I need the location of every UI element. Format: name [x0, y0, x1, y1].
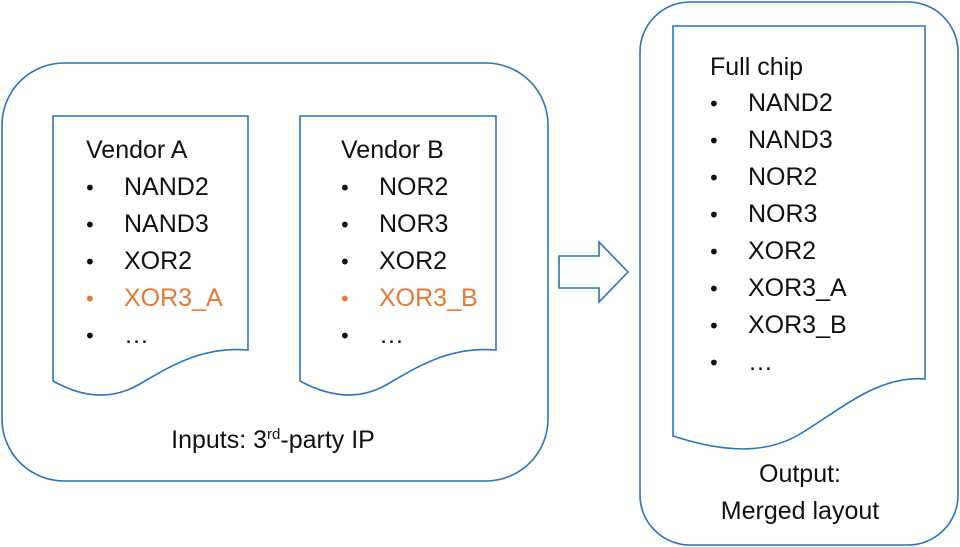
full-chip-item-1: NAND3 — [748, 126, 833, 154]
full-chip-item-7: … — [748, 348, 773, 376]
vendor-a-item-3: XOR3_A — [124, 284, 223, 312]
vendor-b-item-3: XOR3_B — [379, 284, 478, 312]
full-chip-item-2: NOR2 — [748, 163, 818, 191]
full-chip-bullet-2: • — [708, 166, 720, 190]
vendor-b-bullet-1: • — [339, 213, 351, 237]
vendor-b-bullet-0: • — [339, 176, 351, 200]
vendor-a-item-2: XOR2 — [124, 247, 193, 275]
full-chip-item-6: XOR3_B — [748, 311, 847, 339]
full-chip-document-shape — [672, 25, 926, 450]
full-chip-item-0: NAND2 — [748, 89, 833, 117]
full-chip-bullet-0: • — [708, 92, 720, 116]
full-chip-bullet-5: • — [708, 277, 720, 301]
full-chip-bullet-7: • — [708, 351, 720, 375]
vendor-a-item-0: NAND2 — [124, 173, 209, 201]
output-container — [639, 1, 959, 546]
inputs-label-sup: rd — [267, 426, 281, 443]
inputs-label: Inputs: 3rd-party IP — [171, 426, 375, 454]
vendor-b-item-2: XOR2 — [379, 247, 448, 275]
vendor-a-item-1: NAND3 — [124, 210, 209, 238]
vendor-b-title: Vendor B — [341, 136, 444, 164]
vendor-a-title: Vendor A — [86, 136, 188, 164]
vendor-a-bullet-0: • — [84, 176, 96, 200]
full-chip-title: Full chip — [710, 53, 804, 81]
vendor-a-bullet-2: • — [84, 250, 96, 274]
vendor-a-document-shape — [52, 115, 249, 396]
inputs-container — [1, 62, 549, 482]
full-chip-item-5: XOR3_A — [748, 274, 847, 302]
full-chip-item-4: XOR2 — [748, 237, 817, 265]
vendor-a-bullet-1: • — [84, 213, 96, 237]
vendor-a-item-4: … — [124, 321, 149, 349]
inputs-label-prefix: Inputs: 3 — [171, 426, 268, 454]
vendor-a-bullet-4: • — [84, 324, 96, 348]
vendor-b-bullet-4: • — [339, 324, 351, 348]
full-chip-bullet-6: • — [708, 314, 720, 338]
vendor-b-item-4: … — [379, 321, 404, 349]
full-chip-bullet-4: • — [708, 240, 720, 264]
full-chip-bullet-1: • — [708, 129, 720, 153]
vendor-b-item-1: NOR3 — [379, 210, 449, 238]
vendor-b-bullet-3: • — [339, 287, 351, 311]
output-label-line2: Merged layout — [720, 497, 880, 525]
flow-arrow-icon — [558, 240, 630, 304]
vendor-b-bullet-2: • — [339, 250, 351, 274]
inputs-label-suffix: -party IP — [280, 426, 375, 454]
vendor-b-item-0: NOR2 — [379, 173, 449, 201]
vendor-a-bullet-3: • — [84, 287, 96, 311]
vendor-b-document-shape — [299, 115, 497, 396]
output-label-line1: Output: — [759, 460, 841, 488]
full-chip-item-3: NOR3 — [748, 200, 818, 228]
full-chip-bullet-3: • — [708, 203, 720, 227]
